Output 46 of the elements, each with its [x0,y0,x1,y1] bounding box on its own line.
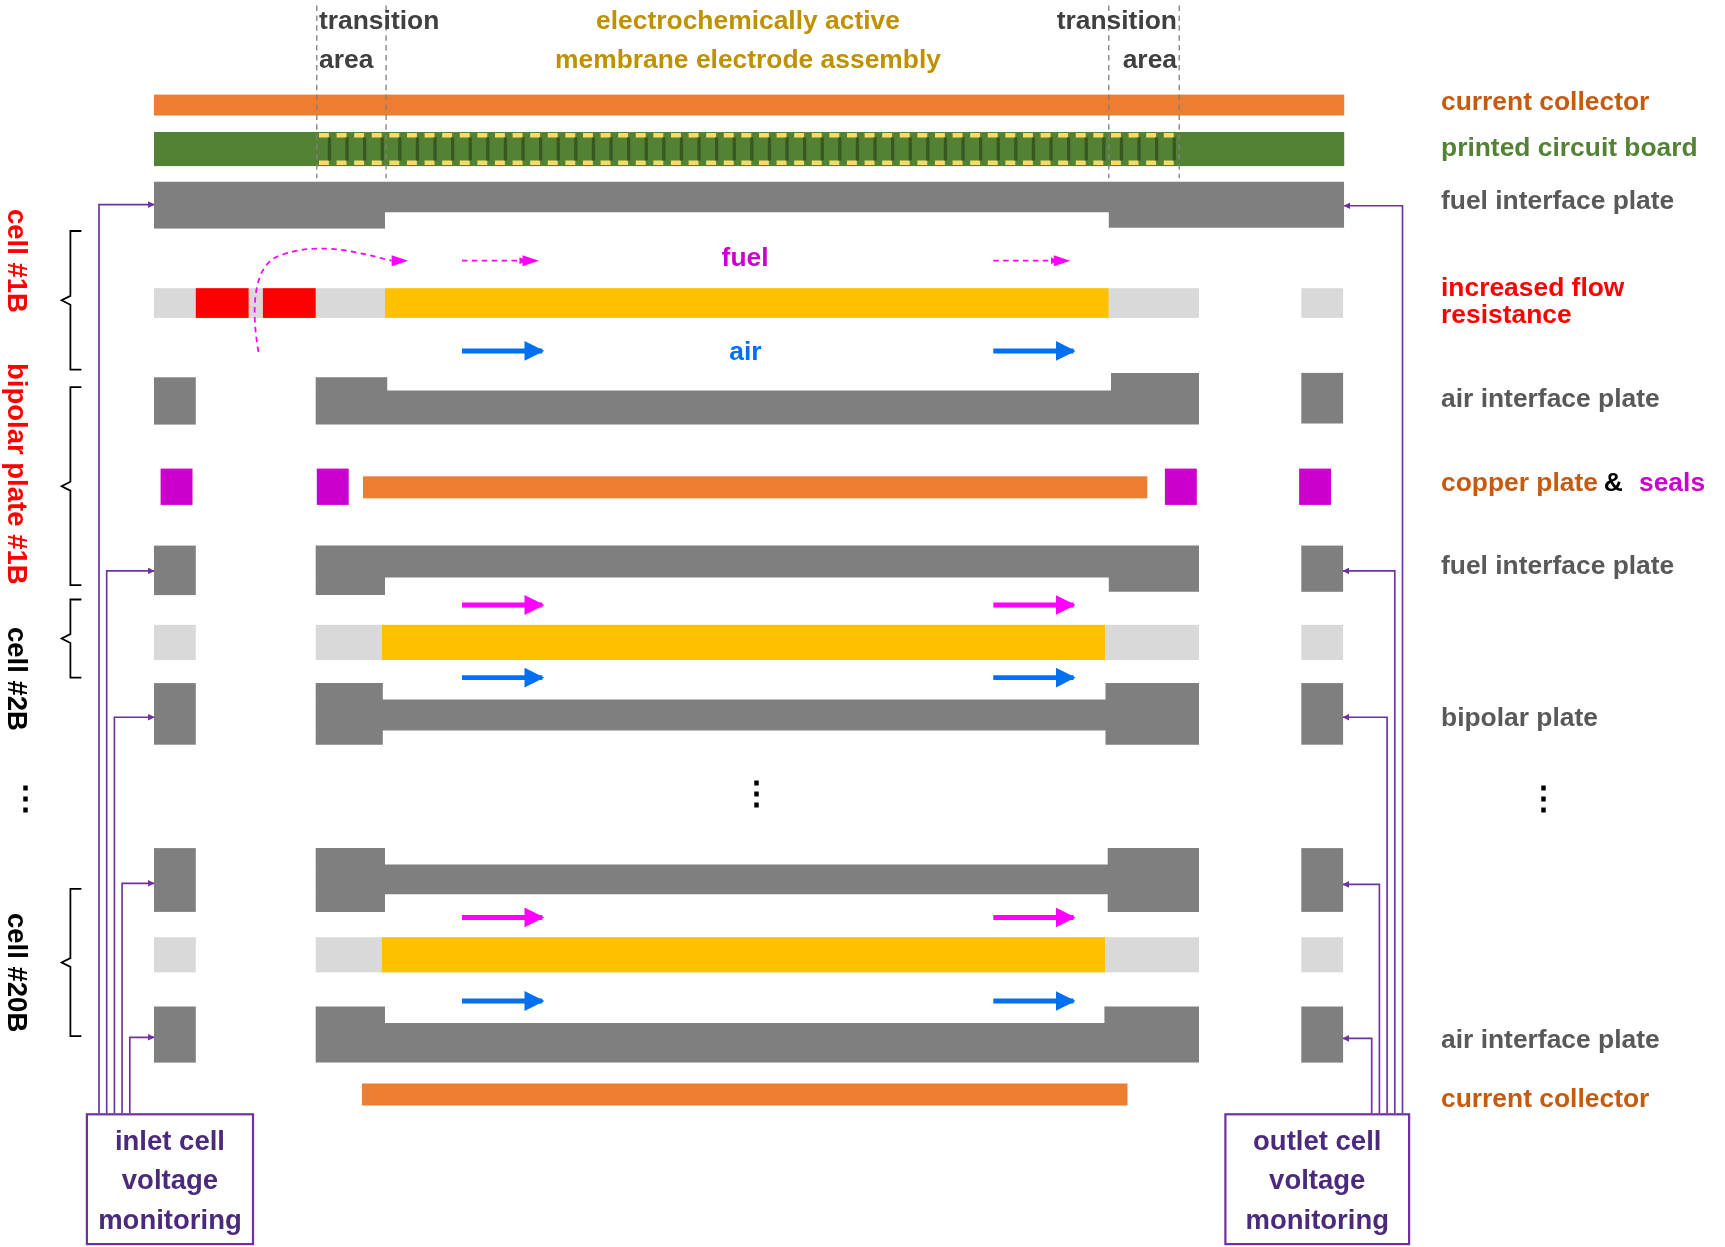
layer-label: increased flow resistance [1441,272,1626,328]
interface-plate [1301,1006,1344,1063]
interface-plate [154,545,196,596]
cell-label: bipolar plate #1B [2,363,33,585]
bipolar-plate [154,683,196,745]
flow-label: air [729,335,762,367]
cell-label: cell #20B [2,913,33,1033]
region-label: transition area [1055,3,1177,76]
arrow [1342,881,1381,1115]
box-text: outlet cell voltage monitoring [1244,1123,1391,1237]
layer-label: bipolar plate [1441,701,1598,733]
interface-plate [154,1006,196,1063]
arrow [121,880,155,1115]
arrow [128,1034,155,1115]
layer-label: seals [1639,466,1706,498]
cell-label: cell #2B [2,627,33,731]
bipolar-plate [1301,683,1344,745]
ellipsis-mark: ⋮ [8,783,42,814]
arrow [1342,567,1396,1115]
cell-label: cell #1B [2,209,33,313]
region-label: electrochemically active membrane electrode assembly [554,3,942,76]
layer-label: air interface plate [1441,1024,1660,1055]
arrow [1342,713,1388,1115]
layer-label: copper plate [1441,466,1598,498]
arrow [98,201,155,1115]
flow-label: fuel [721,242,769,273]
interface-plate [1301,545,1344,592]
region-label: transition area [319,3,441,76]
ellipsis-mark: ⋮ [740,778,774,810]
arrow [113,713,155,1115]
layer-label: air interface plate [1441,382,1660,414]
layer-label: printed circuit board [1441,132,1698,163]
arrow [1343,202,1404,1115]
layer-label: current collector [1441,1082,1650,1114]
box-text: inlet cell voltage monitoring [97,1123,243,1237]
layer-label: fuel interface plate [1441,550,1675,581]
layer-label: & [1603,466,1623,498]
ellipsis-mark: ⋮ [1526,783,1560,814]
bipolar-plate [1301,848,1344,912]
arrow [105,567,155,1115]
layer-label: current collector [1441,85,1650,117]
monitoring-box [85,1113,255,1246]
layer-label: fuel interface plate [1441,184,1675,216]
monitoring-box [1224,1113,1411,1246]
bipolar-plate [154,848,196,912]
arrow [1342,1035,1373,1115]
